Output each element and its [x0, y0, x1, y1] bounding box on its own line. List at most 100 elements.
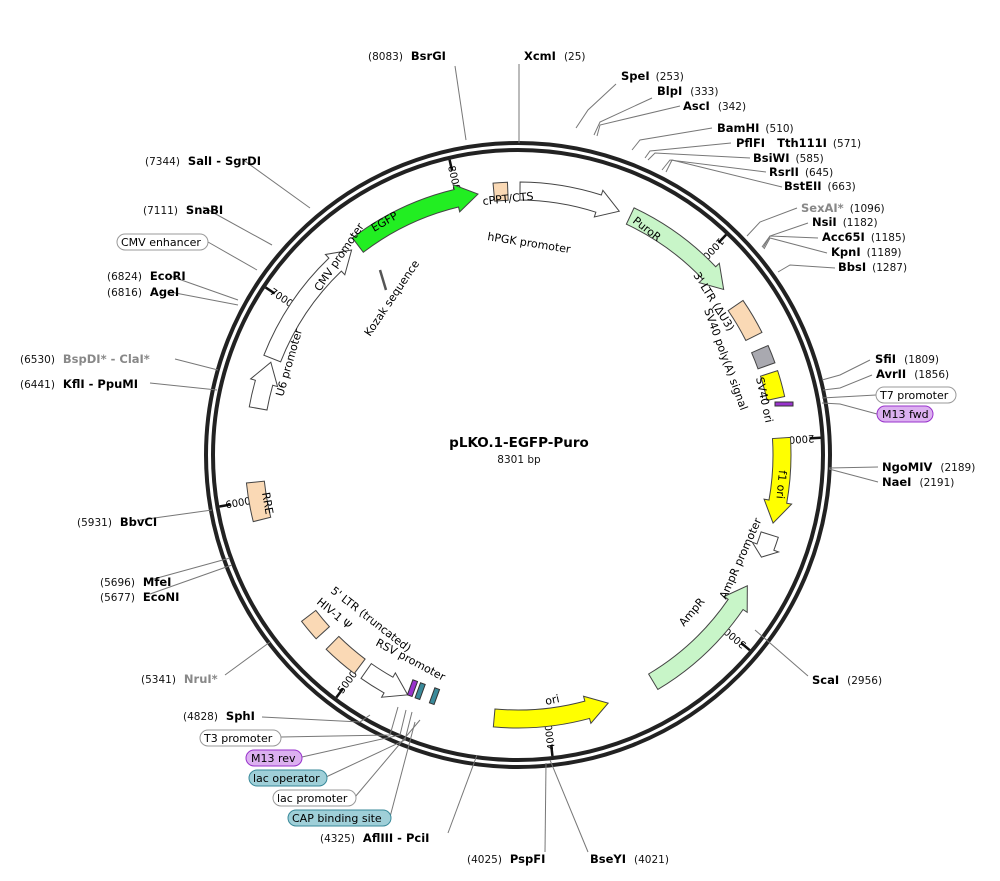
m13-rev-box[interactable]	[245, 749, 303, 767]
feature-sv40-poly-a-signal[interactable]	[750, 344, 776, 370]
feature-label-ori: ori	[544, 692, 561, 708]
lac-promoter-label: lac promoter	[277, 792, 348, 805]
t7-promoter-label: T7 promoter	[879, 389, 949, 402]
site-nrui[interactable]: (5341)NruI*	[141, 672, 218, 686]
feature-label-ampr: AmpR	[676, 595, 707, 629]
site-econi[interactable]: (5677)EcoNI	[100, 590, 179, 604]
feature-cmv-promoter[interactable]	[263, 249, 353, 363]
t3-promoter-box[interactable]	[199, 729, 282, 747]
feature-cppt-cts[interactable]	[492, 181, 509, 202]
feature-hpgk-promoter[interactable]	[519, 181, 621, 218]
feature-ampr[interactable]	[647, 585, 748, 691]
feature-label-cmv-promoter: CMV promoter	[312, 220, 367, 293]
site-blpi[interactable]: BlpI(333)	[657, 84, 718, 98]
feature-3-ltr-u3[interactable]	[727, 299, 763, 342]
feature-egfp[interactable]	[351, 183, 479, 253]
tick-mark	[809, 436, 821, 440]
site-asci[interactable]: AscI(342)	[683, 99, 746, 113]
site-bseyi[interactable]: BseYI(4021)	[590, 852, 669, 866]
site-agei[interactable]: (6816)AgeI	[107, 285, 179, 299]
site-rsrii[interactable]: RsrII(645)	[769, 165, 833, 179]
cap-binding-site-box[interactable]	[287, 809, 392, 827]
tick-mark	[740, 642, 751, 652]
site-kfli-ppumi[interactable]: (6441)KflI - PpuMI	[20, 377, 138, 391]
m13-rev-mark	[406, 679, 419, 698]
site-bbvci[interactable]: (5931)BbvCI	[77, 515, 157, 529]
site-bsiwi[interactable]: BsiWI(585)	[753, 151, 824, 165]
lac-promoter-box[interactable]	[272, 789, 357, 807]
feature-rsv-promoter[interactable]	[360, 662, 409, 698]
site-sphi[interactable]: (4828)SphI	[183, 709, 255, 723]
tick-mark	[264, 286, 276, 295]
kozak-mark	[378, 269, 388, 291]
lac-operator-label: lac operator	[253, 772, 320, 785]
backbone-inner	[211, 148, 825, 762]
feature-ampr-promoter[interactable]	[751, 531, 781, 558]
tick-label: 4000	[544, 724, 558, 751]
feature-label-hpgk: hPGK promoter	[487, 230, 572, 256]
m13-rev-label: M13 rev	[251, 752, 296, 765]
cmv-enhancer-label: CMV enhancer	[121, 236, 201, 249]
tick-mark	[549, 744, 554, 757]
site-sfii[interactable]: SfiI(1809)	[875, 352, 939, 366]
leader-lines	[139, 64, 879, 853]
site-bamhi[interactable]: BamHI(510)	[717, 121, 794, 135]
lac-operator-mark	[414, 682, 426, 701]
site-ngomiv[interactable]: NgoMIV(2189)	[882, 460, 975, 474]
tick-label: 6000	[225, 496, 252, 511]
features	[245, 181, 793, 729]
site-acc65i[interactable]: Acc65I(1185)	[822, 230, 906, 244]
site-naei[interactable]: NaeI(2191)	[882, 475, 954, 489]
site-bbsi[interactable]: BbsI(1287)	[838, 260, 907, 274]
plasmid-name: pLKO.1-EGFP-Puro	[449, 435, 589, 451]
site-snabi[interactable]: (7111)SnaBI	[143, 203, 223, 217]
t3-promoter-label: T3 promoter	[203, 732, 273, 745]
site-ecori[interactable]: (6824)EcoRI	[107, 269, 186, 283]
feature-5-ltr-truncated[interactable]	[325, 635, 366, 675]
feature-label-cppt: cPPT/CTS	[482, 190, 534, 208]
site-kpni[interactable]: KpnI(1189)	[831, 245, 902, 259]
site-mfei[interactable]: (5696)MfeI	[100, 575, 171, 589]
feature-puror[interactable]	[625, 207, 725, 291]
feature-hiv-1[interactable]	[300, 609, 331, 640]
site-sexai[interactable]: SexAI*(1096)	[801, 201, 885, 215]
tick-mark	[335, 687, 344, 699]
feature-label-f1-ori: f1 ori	[774, 470, 789, 500]
m13-fwd-mark	[774, 401, 794, 407]
site-nsii[interactable]: NsiI(1182)	[812, 215, 878, 229]
cap-site-mark	[428, 687, 441, 706]
lac-operator-box[interactable]	[248, 769, 328, 787]
site-scai[interactable]: ScaI(2956)	[812, 673, 882, 687]
plasmid-length: 8301 bp	[497, 454, 541, 466]
cap-binding-site-label: CAP binding site	[292, 812, 382, 825]
site-spei[interactable]: SpeI(253)	[621, 69, 684, 83]
site-sali-sgrdi[interactable]: (7344)SalI - SgrDI	[145, 154, 261, 168]
site-xcmi[interactable]: XcmI(25)	[524, 49, 586, 63]
site-afliii-pcii[interactable]: (4325)AflIII - PciI	[320, 831, 429, 845]
site-pflfi-tth111i[interactable]: PflFI Tth111I(571)	[736, 136, 861, 150]
cmv-enhancer-box[interactable]	[116, 233, 209, 251]
m13-fwd-label: M13 fwd	[882, 408, 929, 421]
site-pspfi[interactable]: (4025)PspFI	[467, 852, 545, 866]
site-avrii[interactable]: AvrII(1856)	[876, 367, 949, 381]
lac-region-features	[406, 401, 794, 706]
tick-mark	[717, 233, 727, 244]
backbone-outer	[204, 141, 832, 769]
feature-u6-promoter[interactable]	[248, 361, 279, 411]
feature-f1-ori[interactable]	[763, 436, 793, 525]
t7-promoter-box[interactable]	[875, 386, 957, 404]
feature-label-rre: RRE	[259, 491, 276, 515]
m13-fwd-box[interactable]	[876, 405, 934, 423]
feature-rre[interactable]	[245, 480, 272, 523]
tick-mark	[448, 159, 454, 171]
callout-boxes: T7 promoter M13 fwd CMV enhancer T3 prom…	[116, 233, 957, 827]
site-bsteii[interactable]: BstEII(663)	[784, 179, 856, 193]
tick-label: 5000	[336, 669, 360, 696]
tick-label: 2000	[788, 432, 814, 444]
feature-ori[interactable]	[492, 695, 610, 729]
site-bsrgi[interactable]: (8083)BsrGI	[368, 49, 446, 63]
site-bspdi-clai[interactable]: (6530)BspDI* - ClaI*	[20, 352, 150, 366]
feature-sv40-ori[interactable]	[759, 369, 786, 401]
